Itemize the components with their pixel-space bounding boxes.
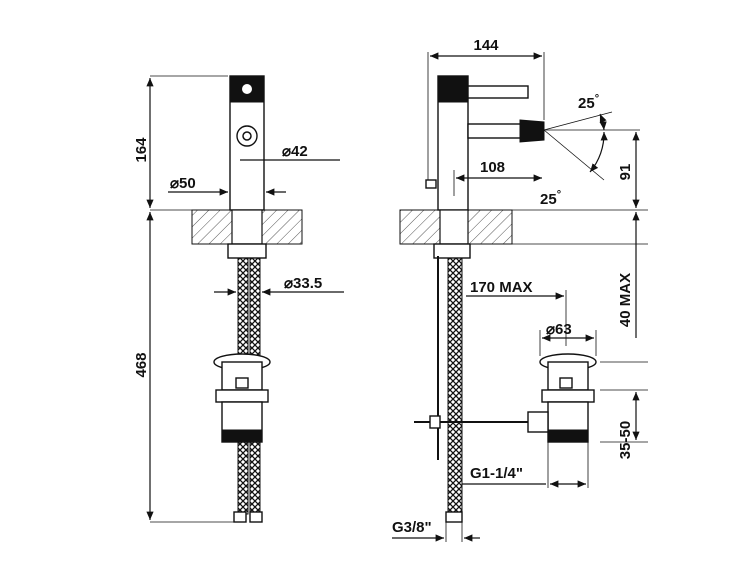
dim-height-468: 468 <box>133 352 150 377</box>
dim-shank-dia: ⌀33.5 <box>284 275 322 292</box>
dim-projection-144: 144 <box>473 37 499 54</box>
dim-rod-170max: 170 MAX <box>470 279 533 296</box>
dim-height-164: 164 <box>133 137 150 163</box>
dim-spout-dia: ⌀42 <box>282 143 308 160</box>
dim-height-91: 91 <box>617 164 634 181</box>
dim-angle-up: 25° <box>578 93 599 112</box>
supply-connector-left <box>233 511 247 523</box>
handle-knob-front <box>242 84 252 94</box>
dim-waste-range: 35-50 <box>617 421 634 459</box>
dim-angle-down: 25° <box>540 189 561 208</box>
dim-deck-40max: 40 MAX <box>617 273 634 327</box>
dim-waste-thread: G1-1/4" <box>470 465 523 482</box>
handle-top-side <box>437 75 469 103</box>
hose-right <box>249 257 261 359</box>
dim-reach-108: 108 <box>480 159 505 176</box>
hose-left <box>237 257 249 359</box>
shank-front <box>231 209 263 245</box>
lever <box>467 85 529 99</box>
dim-supply-thread: G3/8" <box>392 519 432 536</box>
supply-connector-right <box>249 511 263 523</box>
dim-body-dia: ⌀50 <box>170 175 196 192</box>
supply-connector-side <box>445 511 463 523</box>
front-view: 164 468 ⌀42 ⌀50 ⌀33.5 <box>133 75 344 523</box>
dim-waste-dia: ⌀63 <box>546 321 572 338</box>
side-view: 144 108 25° 25° 91 40 MAX 170 MAX ⌀63 <box>392 37 648 542</box>
spout-nozzle <box>519 119 545 143</box>
